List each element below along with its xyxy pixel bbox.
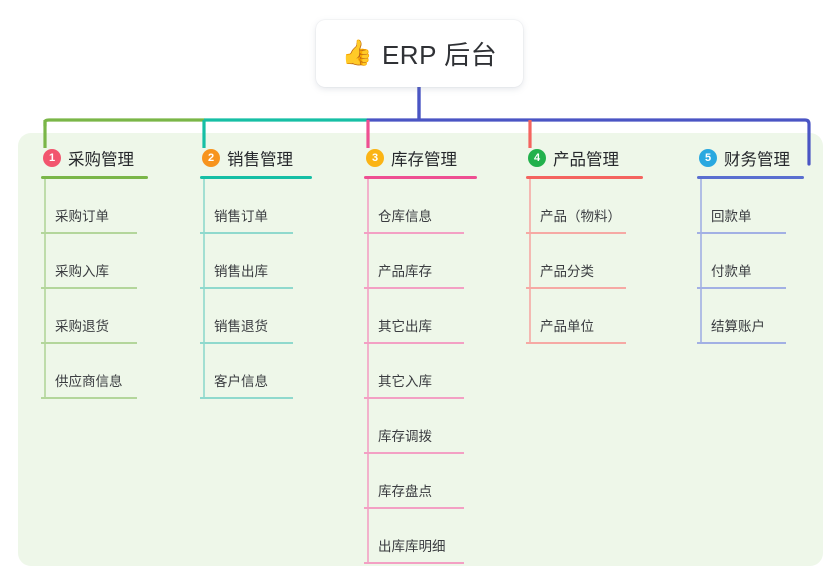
leaf-underline (364, 342, 464, 344)
leaf-underline (526, 232, 626, 234)
column-title: 产品管理 (553, 151, 619, 169)
leaf-item[interactable]: 仓库信息 (364, 179, 477, 234)
leaf-item[interactable]: 采购退货 (41, 289, 148, 344)
leaf-underline (697, 342, 786, 344)
leaf-label: 付款单 (711, 264, 752, 279)
leaf-label: 库存盘点 (378, 484, 432, 499)
leaf-underline (364, 452, 464, 454)
column-title: 库存管理 (391, 151, 457, 169)
leaf-label: 销售退货 (214, 319, 268, 334)
leaf-label: 回款单 (711, 209, 752, 224)
leaf-label: 产品单位 (540, 319, 594, 334)
leaf-item[interactable]: 销售退货 (200, 289, 312, 344)
leaf-item[interactable]: 出库库明细 (364, 509, 477, 564)
leaf-underline (41, 342, 137, 344)
leaf-item[interactable]: 库存调拨 (364, 399, 477, 454)
leaf-label: 销售订单 (214, 209, 268, 224)
leaf-label: 采购订单 (55, 209, 109, 224)
leaf-label: 供应商信息 (55, 374, 123, 389)
column-产品管理: 4 产品管理产品（物料） 产品分类产品单位 (526, 146, 643, 344)
leaf-underline (364, 397, 464, 399)
column-badge-5: 5 (699, 149, 717, 167)
leaf-underline (41, 397, 137, 399)
leaf-item[interactable]: 付款单 (697, 234, 804, 289)
leaf-item[interactable]: 产品库存 (364, 234, 477, 289)
leaf-underline (697, 287, 786, 289)
leaf-item[interactable]: 产品（物料） (526, 179, 643, 234)
column-badge-3: 3 (366, 149, 384, 167)
column-header-1[interactable]: 1 采购管理 (41, 146, 148, 170)
leaf-underline (526, 342, 626, 344)
column-财务管理: 5 财务管理回款单付款单结算账户 (697, 146, 804, 344)
leaf-item[interactable]: 供应商信息 (41, 344, 148, 399)
leaf-label: 其它入库 (378, 374, 432, 389)
column-销售管理: 2 销售管理销售订单销售出库销售退货客户信息 (200, 146, 312, 399)
leaf-item[interactable]: 结算账户 (697, 289, 804, 344)
leaf-label: 采购退货 (55, 319, 109, 334)
leaf-underline (200, 232, 293, 234)
column-badge-4: 4 (528, 149, 546, 167)
column-库存管理: 3 库存管理仓库信息产品库存其它出库其它入库库存调拨库存盘点出库库明细 (364, 146, 477, 564)
leaf-label: 产品分类 (540, 264, 594, 279)
leaf-label: 其它出库 (378, 319, 432, 334)
leaf-label: 结算账户 (711, 319, 765, 334)
root-node[interactable]: 👍 ERP 后台 (316, 20, 523, 87)
leaf-label: 采购入库 (55, 264, 109, 279)
column-header-5[interactable]: 5 财务管理 (697, 146, 804, 170)
leaf-list: 回款单付款单结算账户 (697, 179, 804, 344)
column-underline (200, 176, 312, 179)
leaf-item[interactable]: 回款单 (697, 179, 804, 234)
leaf-underline (41, 287, 137, 289)
leaf-item[interactable]: 产品单位 (526, 289, 643, 344)
diagram-panel (18, 133, 823, 566)
leaf-underline (200, 342, 293, 344)
leaf-underline (364, 287, 464, 289)
leaf-label: 销售出库 (214, 264, 268, 279)
column-title: 采购管理 (68, 151, 134, 169)
leaf-label: 产品库存 (378, 264, 432, 279)
column-header-2[interactable]: 2 销售管理 (200, 146, 312, 170)
leaf-label: 仓库信息 (378, 209, 432, 224)
leaf-underline (364, 232, 464, 234)
leaf-list: 销售订单销售出库销售退货客户信息 (200, 179, 312, 399)
leaf-list: 采购订单采购入库采购退货供应商信息 (41, 179, 148, 399)
leaf-underline (364, 562, 464, 564)
leaf-list: 产品（物料） 产品分类产品单位 (526, 179, 643, 344)
leaf-item[interactable]: 其它入库 (364, 344, 477, 399)
leaf-underline (526, 287, 626, 289)
root-title: ERP 后台 (381, 40, 498, 70)
column-underline (364, 176, 477, 179)
leaf-item[interactable]: 其它出库 (364, 289, 477, 344)
leaf-underline (41, 232, 137, 234)
leaf-item[interactable]: 采购订单 (41, 179, 148, 234)
column-title: 财务管理 (724, 151, 790, 169)
leaf-item[interactable]: 客户信息 (200, 344, 312, 399)
column-underline (526, 176, 643, 179)
leaf-label: 产品（物料） (540, 209, 621, 224)
leaf-underline (200, 287, 293, 289)
leaf-underline (697, 232, 786, 234)
leaf-list: 仓库信息产品库存其它出库其它入库库存调拨库存盘点出库库明细 (364, 179, 477, 564)
column-badge-1: 1 (43, 149, 61, 167)
column-badge-2: 2 (202, 149, 220, 167)
column-header-3[interactable]: 3 库存管理 (364, 146, 477, 170)
leaf-item[interactable]: 销售出库 (200, 234, 312, 289)
column-采购管理: 1 采购管理采购订单采购入库采购退货供应商信息 (41, 146, 148, 399)
leaf-label: 库存调拨 (378, 429, 432, 444)
leaf-item[interactable]: 销售订单 (200, 179, 312, 234)
leaf-underline (200, 397, 293, 399)
leaf-item[interactable]: 库存盘点 (364, 454, 477, 509)
leaf-label: 出库库明细 (378, 539, 446, 554)
column-underline (697, 176, 804, 179)
leaf-underline (364, 507, 464, 509)
leaf-item[interactable]: 采购入库 (41, 234, 148, 289)
leaf-label: 客户信息 (214, 374, 268, 389)
column-title: 销售管理 (227, 151, 293, 169)
column-underline (41, 176, 148, 179)
column-header-4[interactable]: 4 产品管理 (526, 146, 643, 170)
thumbs-up-icon: 👍 (341, 39, 373, 67)
leaf-item[interactable]: 产品分类 (526, 234, 643, 289)
